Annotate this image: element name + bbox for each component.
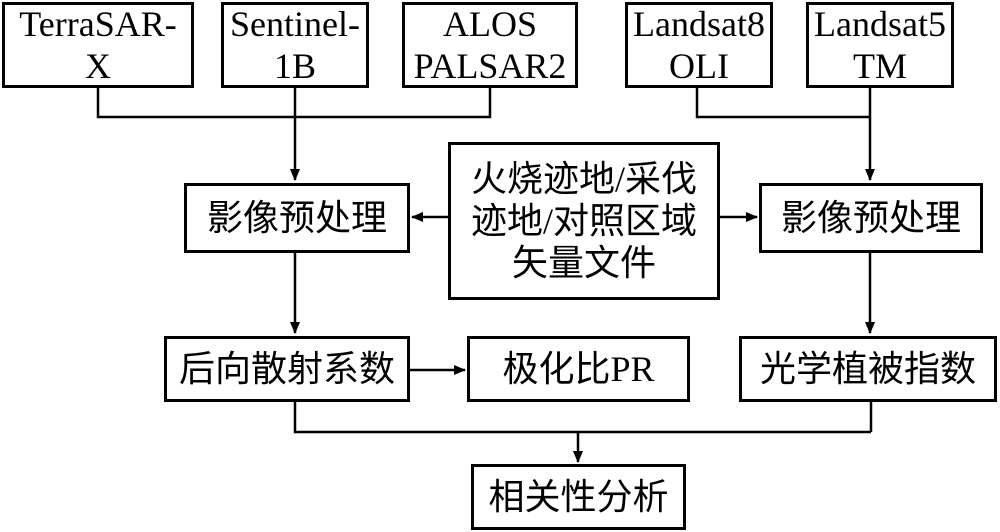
source-line: ALOS xyxy=(442,4,537,44)
connector-terrasar xyxy=(96,88,295,119)
source-landsat5-tm: Landsat5 TM xyxy=(806,2,954,88)
correlation-box: 相关性分析 xyxy=(471,464,686,530)
source-line: X xyxy=(85,46,111,86)
vegetation-index-box: 光学植被指数 xyxy=(739,336,997,402)
connector-landsat8 xyxy=(695,88,870,119)
vector-file-box: 火烧迹地/采伐 迹地/对照区域 矢量文件 xyxy=(448,142,720,300)
source-landsat8-oli: Landsat8 OLI xyxy=(625,2,773,88)
vector-file-line: 矢量文件 xyxy=(511,243,656,283)
correlation-label: 相关性分析 xyxy=(488,477,669,517)
source-line: PALSAR2 xyxy=(413,46,567,86)
source-sentinel-1b: Sentinel- 1B xyxy=(221,2,369,88)
vector-file-line: 迹地/对照区域 xyxy=(470,201,697,241)
preprocess-left-box: 影像预处理 xyxy=(184,183,410,253)
backscatter-box: 后向散射系数 xyxy=(164,336,410,402)
backscatter-label: 后向散射系数 xyxy=(178,349,395,389)
source-line: TerraSAR- xyxy=(19,4,177,44)
source-alos-palsar2: ALOS PALSAR2 xyxy=(402,2,578,88)
polarization-ratio-box: 极化比PR xyxy=(467,336,690,402)
vegetation-index-label: 光学植被指数 xyxy=(759,349,976,389)
source-line: Landsat8 xyxy=(633,4,765,44)
source-terrasar-x: TerraSAR- X xyxy=(2,2,194,88)
preprocess-right-label: 影像预处理 xyxy=(780,198,961,238)
preprocess-right-box: 影像预处理 xyxy=(759,183,983,253)
polarization-ratio-label: 极化比PR xyxy=(502,349,655,389)
connector-alos xyxy=(295,88,492,119)
source-line: 1B xyxy=(273,46,316,86)
vector-file-line: 火烧迹地/采伐 xyxy=(470,159,697,199)
source-line: Landsat5 xyxy=(814,4,946,44)
connector-backscatter-down xyxy=(293,402,871,434)
source-line: Sentinel- xyxy=(230,4,360,44)
preprocess-left-label: 影像预处理 xyxy=(206,198,387,238)
source-line: TM xyxy=(853,46,907,86)
source-line: OLI xyxy=(669,46,729,86)
